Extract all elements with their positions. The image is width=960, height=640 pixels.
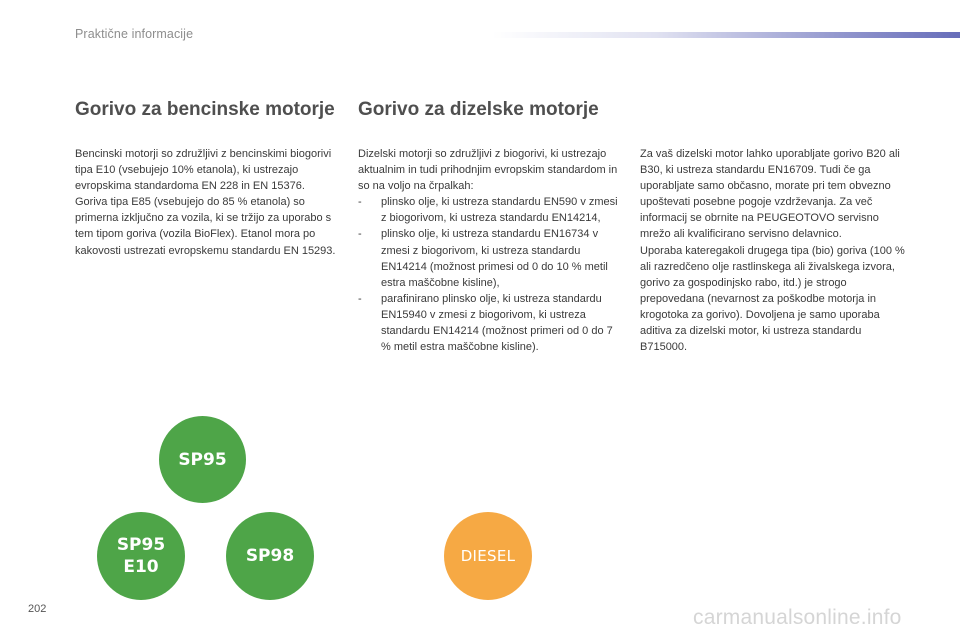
petrol-paragraph-1: Bencinski motorji so združljivi z bencin…	[75, 148, 332, 193]
sp95-label: SP95	[178, 449, 227, 470]
page-number: 202	[28, 603, 47, 615]
sp98-fuel-badge: SP98	[226, 512, 314, 600]
list-item: - plinsko olje, ki ustreza standardu EN5…	[358, 194, 623, 226]
sp98-label: SP98	[245, 546, 295, 566]
list-item-text: plinsko olje, ki ustreza standardu EN167…	[381, 228, 608, 289]
petrol-paragraph-2: Goriva tipa E85 (vsebujejo do 85 % etano…	[75, 196, 336, 257]
diesel-fuel-badge: DIESEL	[444, 512, 532, 600]
diesel-notes: Za vaš dizelski motor lahko uporabljate …	[640, 146, 910, 355]
diesel-text: Dizelski motorji so združljivi z biogori…	[358, 146, 623, 355]
list-item: - parafinirano plinsko olje, ki ustreza …	[358, 291, 623, 355]
list-dash: -	[358, 196, 362, 209]
header-gradient-bar	[492, 32, 960, 38]
diesel-note-1: Za vaš dizelski motor lahko uporabljate …	[640, 148, 900, 241]
diesel-note-2: Uporaba kateregakoli drugega tipa (bio) …	[640, 244, 905, 354]
petrol-section-title: Gorivo za bencinske motorje	[75, 99, 335, 120]
section-header: Praktične informacije	[75, 27, 194, 41]
sp95-e10-line-2: E10	[123, 557, 159, 577]
sp95-e10-line-1: SP95	[116, 535, 166, 555]
diesel-label: DIESEL	[460, 547, 516, 565]
sp95-e10-label: SP95 E10	[117, 534, 165, 578]
list-item-text: parafinirano plinsko olje, ki ustreza st…	[381, 292, 613, 354]
sp95-e10-fuel-badge: SP95 E10	[97, 512, 185, 600]
diesel-section-title: Gorivo za dizelske motorje	[358, 99, 599, 120]
petrol-text: Bencinski motorji so združljivi z bencin…	[75, 146, 340, 259]
list-dash: -	[358, 292, 362, 305]
list-item-text: plinsko olje, ki ustreza standardu EN590…	[381, 196, 618, 225]
watermark: carmanualsonline.info	[693, 606, 902, 629]
sp95-fuel-badge: SP95	[159, 416, 246, 503]
list-dash: -	[358, 228, 362, 241]
list-item: - plinsko olje, ki ustreza standardu EN1…	[358, 226, 623, 290]
diesel-intro: Dizelski motorji so združljivi z biogori…	[358, 148, 618, 193]
diesel-fuel-list: - plinsko olje, ki ustreza standardu EN5…	[358, 194, 623, 355]
